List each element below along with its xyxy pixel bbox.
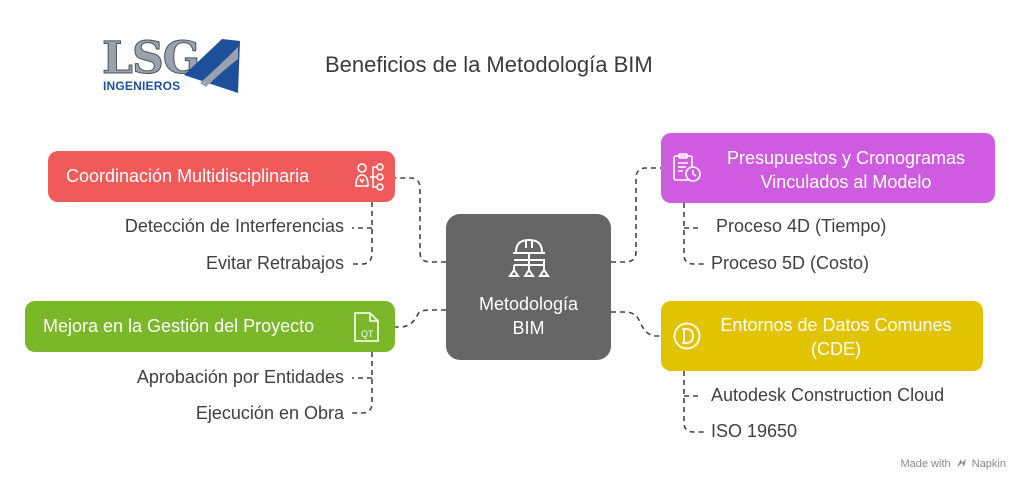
clipboard-clock-icon [673,153,701,182]
topic-coordination-label: Coordinación Multidisciplinaria [66,166,310,186]
hardhat-hierarchy-icon [508,238,550,277]
budgets-item-1: Proceso 4D (Tiempo) [711,216,887,236]
topic-budgets: Presupuestos y Cronogramas Vinculados al… [661,133,995,203]
footer-text: Made with [900,458,951,470]
letter-d-circle-icon [673,322,701,350]
management-item-1: Aprobación por Entidades [136,367,344,387]
topic-cde: Entornos de Datos Comunes (CDE) [661,301,983,371]
topic-budgets-label-line1: Presupuestos y Cronogramas [726,148,966,168]
management-item-2: Ejecución en Obra [195,403,344,423]
topic-management: Mejora en la Gestión del Proyecto QT [25,301,395,352]
svg-text:QT: QT [361,329,374,339]
center-label: Metodología BIM [446,292,611,340]
topic-cde-label-line2: (CDE) [811,339,861,359]
cde-item-1: Autodesk Construction Cloud [711,385,945,405]
center-node: Metodología BIM [446,214,611,360]
company-logo: LSG INGENIEROS [100,33,242,95]
document-qt-icon: QT [354,312,379,342]
topic-coordination: Coordinación Multidisciplinaria [48,151,395,202]
logo-text: LSG [101,33,200,85]
center-label-line1: Metodología [478,294,579,314]
logo-swoosh-icon [184,39,240,93]
coordination-item-1: Detección de Interferencias [124,216,344,236]
logo-subtext: INGENIEROS [103,79,181,93]
center-label-line2: BIM [512,318,545,338]
cde-item-2: ISO 19650 [711,421,798,441]
footer-brand: Napkin [971,458,1006,470]
team-network-icon [355,163,384,191]
page-title: Beneficios de la Metodología BIM [325,52,653,77]
topic-management-label: Mejora en la Gestión del Proyecto [43,316,315,336]
topic-cde-label: Entornos de Datos Comunes (CDE) [701,313,971,361]
budgets-item-2: Proceso 5D (Costo) [711,253,870,273]
topic-budgets-label: Presupuestos y Cronogramas Vinculados al… [711,146,981,194]
topic-cde-label-line1: Entornos de Datos Comunes [720,315,952,335]
coordination-item-2: Evitar Retrabajos [205,253,344,273]
footer-credit[interactable]: Made with Napkin [900,458,1006,470]
topic-budgets-label-line2: Vinculados al Modelo [760,172,932,192]
napkin-logo-icon [956,459,966,467]
